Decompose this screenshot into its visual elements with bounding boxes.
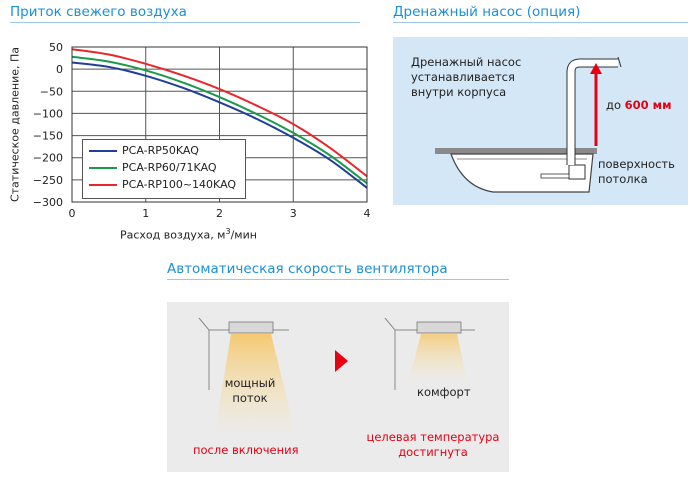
chart-y-tick-label: 0 xyxy=(56,63,63,76)
chart-x-tick-label: 1 xyxy=(142,207,149,220)
air-intake-title: Приток свежего воздуха xyxy=(10,4,187,20)
after-start-caption: после включения xyxy=(193,443,299,457)
ceiling-surface-label: поверхность потолка xyxy=(598,157,675,186)
fan-speed-title-rule xyxy=(167,279,509,280)
drain-pump-diagram xyxy=(435,56,622,193)
drain-pump-description: Дренажный насос устанавливается внутри к… xyxy=(411,55,522,99)
ac-unit-right xyxy=(416,321,462,334)
fan-speed-title: Автоматическая скорость вентилятора xyxy=(167,261,448,277)
chart-y-tick-label: −50 xyxy=(40,85,63,98)
chart-y-tick-label: −200 xyxy=(33,152,63,165)
comfort-airflow xyxy=(409,334,467,380)
chart-x-tick-label: 2 xyxy=(216,207,223,220)
ceiling-bar xyxy=(435,148,597,154)
chart-x-tick-label: 0 xyxy=(69,207,76,220)
chart-legend: PCA-RP50KAQ PCA-RP60/71KAQ PCA-RP100~140… xyxy=(82,139,246,199)
legend-item-rp50: PCA-RP50KAQ xyxy=(89,144,199,157)
drain-height-label: до 600 мм xyxy=(606,98,672,112)
air-intake-title-rule xyxy=(10,22,360,23)
indoor-unit-body xyxy=(450,153,594,193)
legend-item-rp100-140: PCA-RP100~140KAQ xyxy=(89,178,236,191)
chart-y-tick-label: −100 xyxy=(33,107,63,120)
chart-x-tick-label: 4 xyxy=(364,207,371,220)
chart-x-tick-label: 3 xyxy=(290,207,297,220)
fan-speed-panel: мощный поток комфорт после включения цел… xyxy=(167,302,509,472)
legend-item-rp60-71: PCA-RP60/71KAQ xyxy=(89,161,217,174)
chart-series-line-2 xyxy=(71,48,368,178)
chart-y-tick-label: −150 xyxy=(33,130,63,143)
drain-pump-title: Дренажный насос (опция) xyxy=(393,4,581,20)
chart-x-axis-title: Расход воздуха, м3/мин xyxy=(120,227,257,242)
strong-flow-label: мощный поток xyxy=(224,376,276,405)
comfort-label: комфорт xyxy=(417,385,471,399)
chart-series-line-1 xyxy=(71,55,368,185)
fan-speed-diagram xyxy=(198,317,475,432)
chart-y-tick-label: 50 xyxy=(49,41,63,54)
target-reached-caption: целевая температура достигнута xyxy=(366,430,500,459)
pump-box xyxy=(568,164,586,180)
drain-pump-title-rule xyxy=(393,22,688,23)
strong-airflow xyxy=(215,334,295,432)
chart-y-tick-label: −250 xyxy=(33,174,63,187)
transition-arrow xyxy=(335,350,348,372)
ac-unit-left xyxy=(228,321,274,334)
drain-pump-panel: Дренажный насос устанавливается внутри к… xyxy=(393,37,688,205)
chart-series-line-0 xyxy=(71,61,368,189)
chart-y-tick-label: −300 xyxy=(33,196,63,209)
